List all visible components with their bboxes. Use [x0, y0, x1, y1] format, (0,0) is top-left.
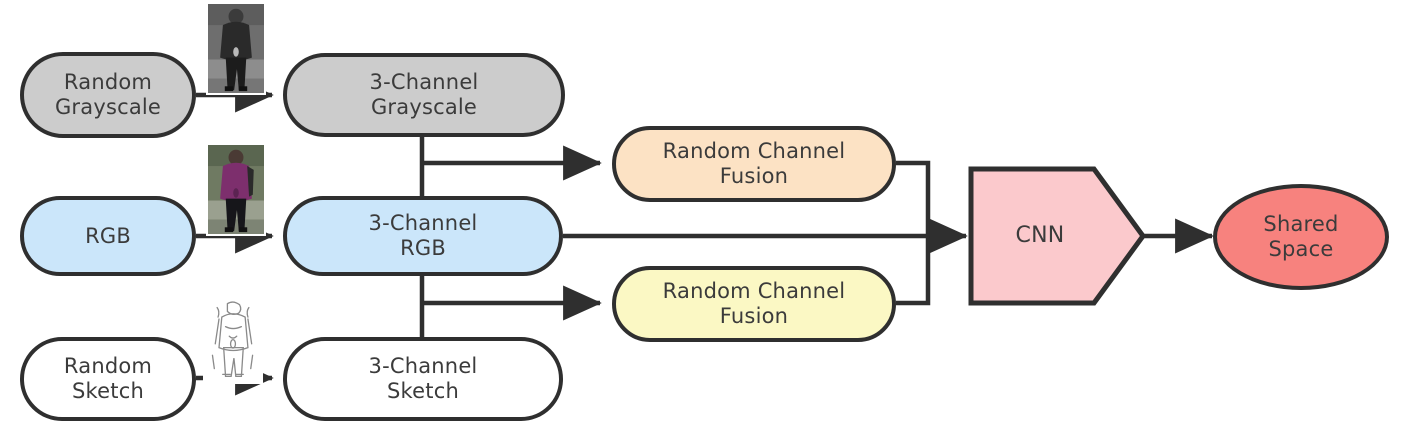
node-random-grayscale-label: Random Grayscale [54, 70, 162, 119]
edge-fusion-top-to-cnn-bus [896, 160, 931, 236]
node-random-channel-fusion-bottom-label: Random Channel Fusion [662, 279, 846, 328]
rgb-person-thumbnail [206, 143, 266, 236]
sketch-person-thumbnail [203, 296, 263, 384]
node-shared-space[interactable]: Shared Space [1213, 184, 1389, 290]
node-three-channel-sketch-label: 3-Channel Sketch [368, 354, 478, 403]
node-three-channel-rgb[interactable]: 3-Channel RGB [283, 196, 563, 276]
node-random-channel-fusion-bottom[interactable]: Random Channel Fusion [612, 266, 896, 342]
node-rgb-label: RGB [85, 223, 131, 248]
node-random-sketch[interactable]: Random Sketch [20, 337, 196, 421]
node-rgb[interactable]: RGB [20, 196, 196, 276]
node-three-channel-grayscale[interactable]: 3-Channel Grayscale [283, 53, 565, 137]
grayscale-person-thumbnail [206, 2, 266, 95]
node-random-channel-fusion-top-label: Random Channel Fusion [662, 139, 846, 188]
node-random-channel-fusion-top[interactable]: Random Channel Fusion [612, 126, 896, 202]
node-random-grayscale[interactable]: Random Grayscale [20, 52, 196, 138]
node-shared-space-label: Shared Space [1263, 212, 1339, 261]
node-cnn[interactable]: CNN [968, 166, 1146, 306]
node-three-channel-grayscale-label: 3-Channel Grayscale [369, 70, 479, 119]
node-cnn-label: CNN [1015, 223, 1065, 249]
edge-fusion-bottom-to-cnn-bus [896, 236, 931, 306]
node-three-channel-rgb-label: 3-Channel RGB [368, 211, 478, 260]
node-random-sketch-label: Random Sketch [63, 354, 153, 403]
node-three-channel-sketch[interactable]: 3-Channel Sketch [283, 337, 563, 421]
cnn-pentagon-shape [968, 166, 1146, 306]
